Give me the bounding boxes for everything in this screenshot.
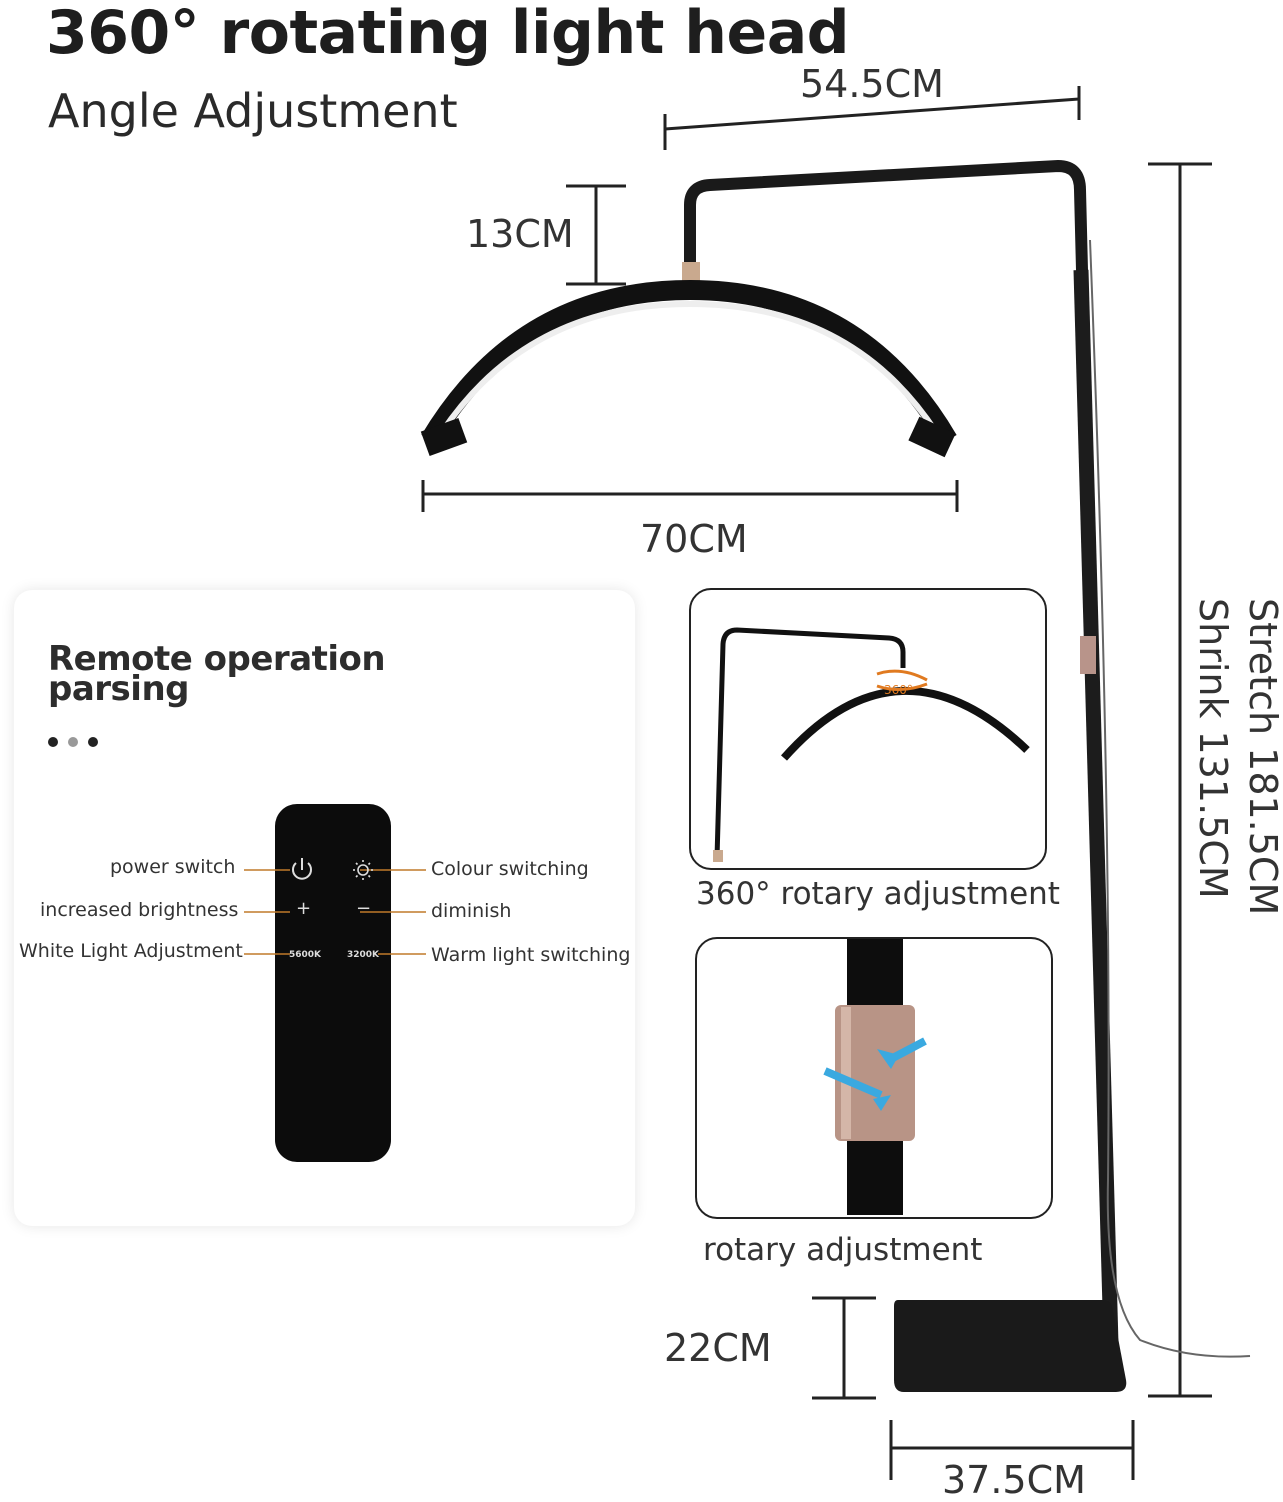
remote-panel-title-line2: parsing xyxy=(48,669,189,709)
caption-rotary: rotary adjustment xyxy=(703,1232,983,1268)
pole-clamp xyxy=(1080,636,1096,674)
arm-width-label: 54.5CM xyxy=(800,62,944,106)
decorative-dots xyxy=(48,732,108,751)
inset-360-illustration xyxy=(713,627,1030,862)
label-power-switch: power switch xyxy=(110,856,236,878)
page-subtitle: Angle Adjustment xyxy=(48,84,458,138)
page-title: 360° rotating light head xyxy=(46,0,850,68)
crescent-led-strip xyxy=(439,300,939,434)
base-width-dimension-line xyxy=(889,1420,1135,1480)
neck-height-label: 13CM xyxy=(466,212,574,256)
power-cable xyxy=(1089,239,1251,1358)
caption-360-rotary: 360° rotary adjustment xyxy=(696,876,1060,912)
plus-button: + xyxy=(296,898,312,919)
minus-button: − xyxy=(356,898,372,919)
lamp-base xyxy=(894,1300,1127,1392)
label-colour-switching: Colour switching xyxy=(431,858,589,880)
overall-height-dimension-line xyxy=(1148,162,1212,1398)
lamp-width-label: 70CM xyxy=(640,517,748,561)
inset-rotary-illustration xyxy=(823,939,927,1215)
colour-switch-icon xyxy=(353,860,373,880)
neck-height-dimension-line xyxy=(566,184,626,286)
lamp-arm xyxy=(684,159,1088,276)
lamp-width-dimension-line xyxy=(421,480,959,512)
remote-panel-title-line1: Remote operation xyxy=(48,639,386,679)
label-diminish: diminish xyxy=(431,900,512,922)
stretch-label: Stretch 181.5CM xyxy=(1241,598,1283,916)
remote-control xyxy=(244,804,426,1162)
base-height-label: 22CM xyxy=(664,1326,772,1370)
lamp-end-left xyxy=(420,417,468,457)
rotary-360-badge: 360° xyxy=(884,683,913,697)
power-icon xyxy=(292,858,312,880)
label-increased-brightness: increased brightness xyxy=(40,899,239,921)
label-warm-light: Warm light switching xyxy=(431,944,631,966)
base-height-dimension-line xyxy=(812,1296,876,1400)
base-width-label: 37.5CM xyxy=(942,1458,1086,1502)
head-joint xyxy=(682,262,700,284)
button-5600k: 5600K xyxy=(289,950,322,960)
crescent-lamp-head xyxy=(421,279,957,446)
lamp-end-right xyxy=(908,416,956,458)
remote-body xyxy=(275,804,391,1162)
shrink-label: Shrink 131.5CM xyxy=(1191,598,1235,899)
button-3200k: 3200K xyxy=(347,950,380,960)
label-white-light: White Light Adjustment xyxy=(19,940,243,962)
remote-panel-title: Remote operation parsing xyxy=(48,639,386,709)
arm-width-dimension-line xyxy=(663,86,1081,150)
